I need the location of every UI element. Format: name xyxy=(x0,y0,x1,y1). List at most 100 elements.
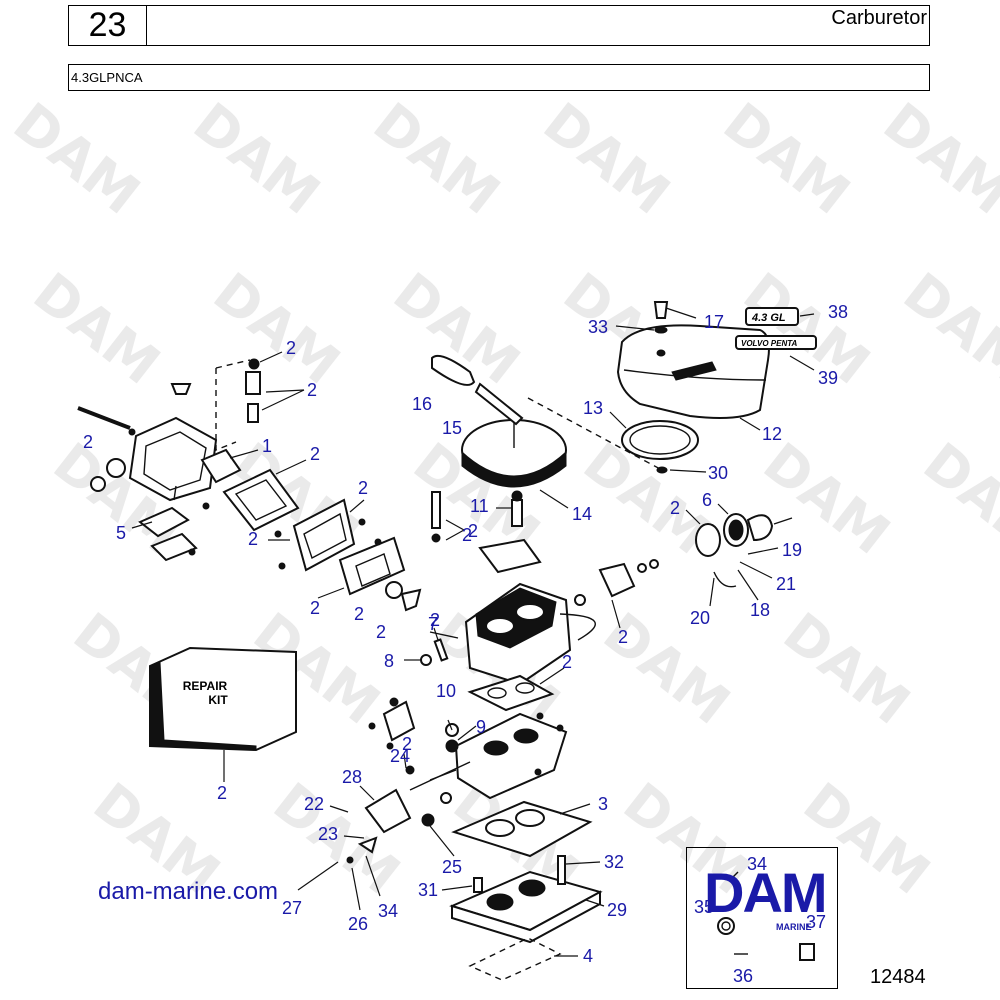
watermark: DAM xyxy=(752,431,901,567)
callout: 16 xyxy=(412,394,432,414)
repair-kit-label: KIT xyxy=(208,693,228,707)
bowl-gasket xyxy=(478,538,542,574)
callout: 2 xyxy=(358,478,368,498)
watermark: DAM xyxy=(532,91,681,227)
callout: 25 xyxy=(442,857,462,877)
metering-plate xyxy=(338,536,406,596)
callout: 18 xyxy=(750,600,770,620)
callout: 2 xyxy=(217,783,227,803)
watermark: DAM xyxy=(22,261,171,397)
main-body xyxy=(464,582,596,686)
choke-housing xyxy=(695,513,793,588)
power-valve xyxy=(400,588,422,612)
callout: 7 xyxy=(428,614,438,634)
page-title: Carburetor xyxy=(831,7,927,29)
callout: 2 xyxy=(83,432,93,452)
fuel-bowl xyxy=(77,383,218,502)
callout: 17 xyxy=(704,312,724,332)
watermark: DAM xyxy=(362,91,511,227)
callout: 2 xyxy=(468,521,478,541)
callout: 1 xyxy=(262,436,272,456)
callout: 2 xyxy=(354,604,364,624)
watermark: DAM xyxy=(592,601,741,737)
watermark: DAM xyxy=(202,261,351,397)
callout: 36 xyxy=(733,966,753,986)
repair-kit-label: REPAIR xyxy=(183,679,228,693)
watermark: DAM xyxy=(2,91,151,227)
bowl-screws xyxy=(431,491,441,543)
watermark: DAM xyxy=(772,601,921,737)
vent-hose xyxy=(431,354,476,386)
air-cleaner-gasket xyxy=(621,420,699,460)
callout: 12 xyxy=(762,424,782,444)
throttle-linkage xyxy=(357,697,471,854)
badge-4-3gl: 4.3 GL xyxy=(745,307,799,326)
callout: 28 xyxy=(342,767,362,787)
inset-parts xyxy=(717,871,815,961)
callout: 2 xyxy=(562,652,572,672)
callout: 2 xyxy=(286,338,296,358)
metering-block-gasket xyxy=(222,468,300,532)
callout: 22 xyxy=(304,794,324,814)
model-box: 4.3GLPNCA xyxy=(68,64,930,91)
callout: 2 xyxy=(310,598,320,618)
flame-arrestor xyxy=(461,419,567,488)
callout: 8 xyxy=(384,651,394,671)
inset-box xyxy=(686,847,838,989)
callout: 2 xyxy=(670,498,680,518)
watermark: DAM xyxy=(872,91,1000,227)
callout-labels: 2 2 2 1 2 5 2 2 2 2 2 16 15 11 2 14 7 8 … xyxy=(83,302,848,986)
callout: 37 xyxy=(806,912,826,932)
callout: 39 xyxy=(818,368,838,388)
metering-block xyxy=(292,498,356,572)
watermark: DAM xyxy=(912,431,1000,567)
badge-volvo-penta: VOLVO PENTA xyxy=(735,335,817,350)
callout: 10 xyxy=(436,681,456,701)
watermark: DAM xyxy=(892,261,1000,397)
callout: 3 xyxy=(598,794,608,814)
callout: 32 xyxy=(604,852,624,872)
callout: 24 xyxy=(390,746,410,766)
callout: 2 xyxy=(248,529,258,549)
needle-valve xyxy=(511,490,523,527)
callout: 6 xyxy=(702,490,712,510)
needle-seat xyxy=(245,358,261,423)
callout: 11 xyxy=(470,496,489,516)
callout: 23 xyxy=(318,824,338,844)
watermark: DAM xyxy=(712,91,861,227)
callout: 2 xyxy=(430,610,440,630)
model-code: 4.3GLPNCA xyxy=(71,70,143,85)
dam-logo: DAM xyxy=(704,861,828,924)
callout: 13 xyxy=(583,398,603,418)
leader-lines xyxy=(131,307,815,957)
callout: 2 xyxy=(618,627,628,647)
o-ring xyxy=(385,581,403,599)
website-link[interactable]: dam-marine.com xyxy=(98,878,279,905)
secondary-diaphragm xyxy=(574,559,659,606)
callout: 38 xyxy=(828,302,848,322)
callout: 2 xyxy=(462,525,472,545)
carb-gasket xyxy=(451,800,593,858)
callout: 14 xyxy=(572,504,592,524)
washer-30 xyxy=(656,466,668,474)
figure-number: 12484 xyxy=(870,966,926,988)
callout: 34 xyxy=(747,854,767,874)
spacer-plate xyxy=(449,855,603,944)
watermark: DAM xyxy=(182,91,331,227)
callout: 33 xyxy=(588,317,608,337)
page-number: 23 xyxy=(69,6,147,45)
callout: 34 xyxy=(378,901,398,921)
callout: 27 xyxy=(282,898,302,918)
callout: 2 xyxy=(310,444,320,464)
callout: 35 xyxy=(694,897,714,917)
repair-kit: REPAIR KIT xyxy=(149,646,297,752)
callout: 9 xyxy=(476,717,486,737)
accelerator-pump xyxy=(138,485,198,562)
callout: 2 xyxy=(376,622,386,642)
header-box: 23 Carburetor xyxy=(68,5,930,46)
callout: 15 xyxy=(442,418,462,438)
callout: 2 xyxy=(307,380,317,400)
badge-4-3gl-text: 4.3 GL xyxy=(751,312,786,324)
small-screws xyxy=(128,428,564,864)
